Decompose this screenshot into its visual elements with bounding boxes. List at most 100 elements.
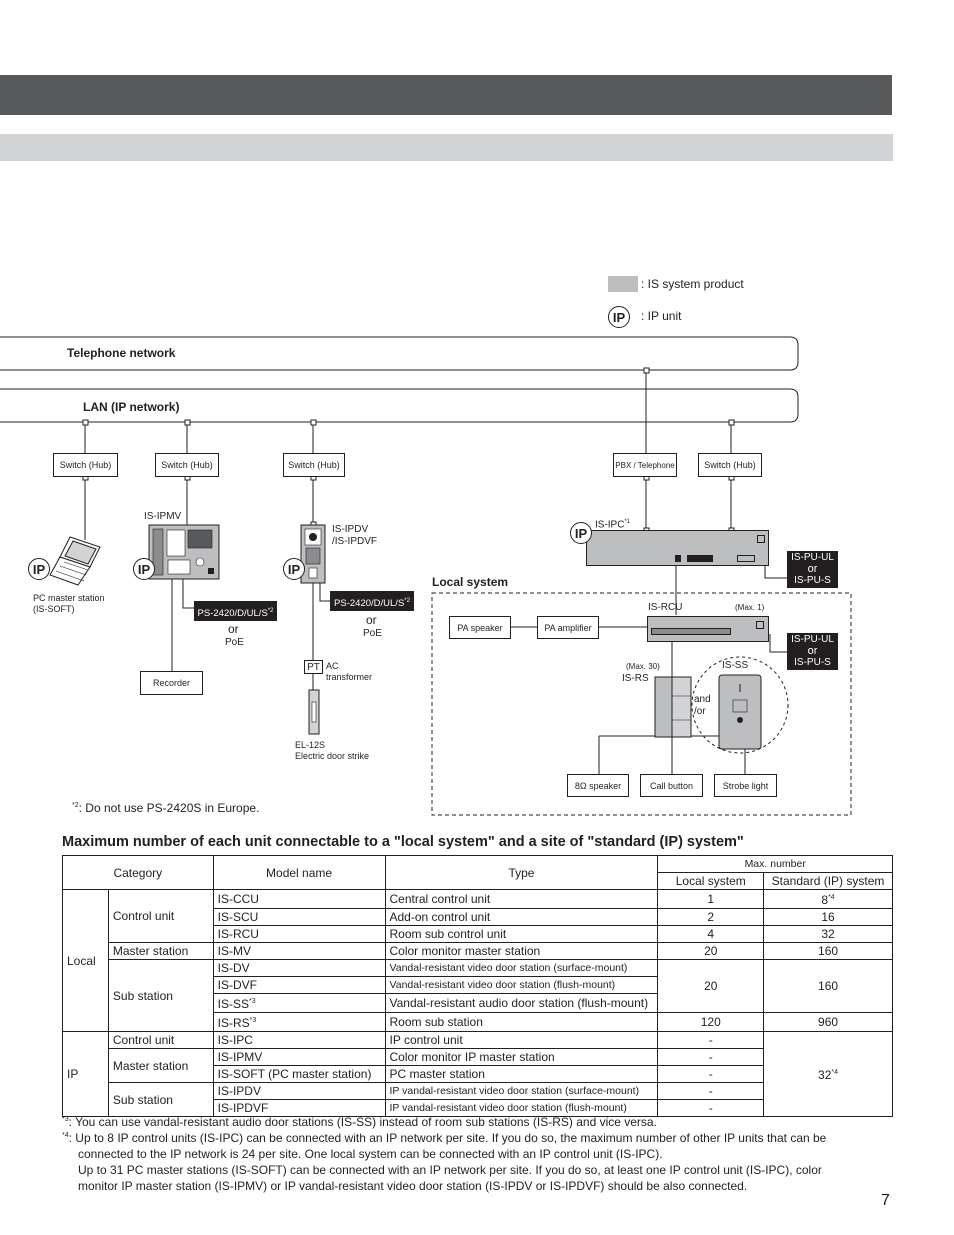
- cell-local: 20: [657, 942, 765, 960]
- cell-type: IP vandal-resistant video door station (…: [384, 1082, 659, 1100]
- table-row: IS-RS*3 Room sub station 120 960: [63, 1012, 893, 1032]
- units-table: Category Model name Type Max. number Loc…: [62, 855, 893, 1117]
- ipc-unit: [586, 530, 769, 566]
- footnote-2: *2: Do not use PS-2420S in Europe.: [72, 801, 260, 815]
- ip-badge-ipdv: IP: [283, 558, 305, 580]
- cell-model: IS-MV: [212, 942, 386, 960]
- cell-type: Room sub control unit: [384, 925, 659, 943]
- subcategory-sub: Sub station: [107, 1082, 214, 1117]
- cell-type: Add-on control unit: [384, 908, 659, 926]
- table-row: Master station IS-MV Color monitor maste…: [63, 942, 893, 960]
- cell-type: Color monitor IP master station: [384, 1048, 659, 1066]
- pa-amplifier: PA amplifier: [537, 616, 599, 639]
- header-standard: Standard (IP) system: [763, 872, 893, 890]
- pbx-telephone: PBX / Telephone: [613, 453, 677, 477]
- table-row: Sub station IS-IPDV IP vandal-resistant …: [63, 1082, 893, 1117]
- strobe-light: Strobe light: [714, 774, 777, 797]
- subcategory-control: Control unit: [107, 1031, 214, 1049]
- speaker-8ohm: 8Ω speaker: [567, 774, 629, 797]
- cell-type: IP control unit: [384, 1031, 659, 1049]
- table-row: Sub station IS-DV Vandal-resistant video…: [63, 959, 893, 1032]
- call-button: Call button: [640, 774, 703, 797]
- cell-standard: 8*4: [763, 889, 893, 909]
- cell-model: IS-SOFT (PC master station): [212, 1065, 386, 1083]
- max30-label: (Max. 30): [626, 662, 660, 671]
- local-system-label: Local system: [432, 575, 509, 589]
- isss-label: IS-SS: [722, 660, 749, 671]
- telephone-network-label: Telephone network: [67, 346, 176, 360]
- cell-type: Central control unit: [384, 889, 659, 909]
- legend-is-product: : IS system product: [641, 277, 744, 291]
- cell-type: Vandal-resistant video door station (flu…: [384, 976, 659, 994]
- table-header-row: Category Model name Type Max. number: [62, 855, 893, 890]
- header-max: Max. number: [657, 855, 893, 873]
- cell-type: Color monitor master station: [384, 942, 659, 960]
- ipdv-station-icon: [300, 524, 326, 584]
- network-diagram-lines: [0, 336, 852, 816]
- cell-local: 4: [657, 925, 765, 943]
- switch-hub-1: Switch (Hub): [53, 453, 118, 477]
- cell-type: IP vandal-resistant video door station (…: [384, 1099, 659, 1117]
- power-supply-ipdv: PS-2420/D/UL/S*2: [330, 591, 414, 611]
- cell-local-merged: 20: [657, 959, 765, 1013]
- audio-door-station-icon: [718, 674, 762, 750]
- table-row: Local Control unit IS-CCU Central contro…: [62, 889, 893, 1032]
- pc-master-label: PC master station(IS-SOFT): [33, 593, 105, 614]
- cell-model: IS-DVF: [212, 976, 386, 994]
- power-unit-rcu: IS-PU-UL or IS-PU-S: [787, 633, 838, 670]
- recorder: Recorder: [140, 671, 203, 695]
- lan-network-label: LAN (IP network): [83, 400, 180, 414]
- rcu-label: IS-RCU: [648, 602, 683, 613]
- pa-speaker: PA speaker: [449, 616, 511, 639]
- rcu-unit: [647, 616, 769, 642]
- cell-standard-merged: 160: [763, 959, 893, 1013]
- cell-local: 1: [657, 889, 765, 909]
- cell-local: 120: [657, 1012, 765, 1032]
- cell-standard: 160: [763, 942, 893, 960]
- header-model: Model name: [212, 855, 386, 890]
- isrs-label: IS-RS: [622, 673, 649, 684]
- cell-model: IS-IPMV: [212, 1048, 386, 1066]
- table-row: IS-SCU Add-on control unit 2 16: [63, 908, 893, 926]
- ipmv-station-icon: [148, 524, 220, 580]
- ip-badge-ipc: IP: [570, 522, 592, 544]
- subcategory-sub: Sub station: [107, 959, 214, 1032]
- cell-model: IS-SS*3: [212, 993, 386, 1013]
- and-or-label: and/or: [694, 694, 711, 717]
- header-band-dark: [0, 75, 892, 115]
- subcategory-control: Control unit: [107, 889, 214, 943]
- ipmv-label: IS-IPMV: [144, 511, 182, 522]
- pt-transformer: PT: [304, 660, 323, 674]
- section-title: Maximum number of each unit connectable …: [62, 834, 744, 850]
- cell-local: -: [657, 1031, 765, 1049]
- legend-swatch: [608, 276, 638, 292]
- cell-type: Vandal-resistant audio door station (flu…: [384, 993, 659, 1013]
- category-ip: IP: [62, 1031, 109, 1117]
- door-strike-icon: [308, 689, 320, 735]
- poe-ipmv: PoE: [225, 637, 244, 648]
- switch-hub-2: Switch (Hub): [155, 453, 219, 477]
- cell-local: 2: [657, 908, 765, 926]
- header-band-light: [0, 134, 893, 161]
- max1-label: (Max. 1): [735, 603, 765, 612]
- cell-standard: 32: [763, 925, 893, 943]
- cell-local: -: [657, 1082, 765, 1100]
- subcategory-master: Master station: [107, 942, 214, 960]
- switch-hub-3: Switch (Hub): [283, 453, 345, 477]
- cell-model: IS-IPDVF: [212, 1099, 386, 1117]
- cell-model: IS-DV: [212, 959, 386, 977]
- laptop-icon: [49, 536, 101, 586]
- power-supply-ipmv: PS-2420/D/UL/S*2: [194, 601, 277, 621]
- table-row: IS-IPDVF IP vandal-resistant video door …: [63, 1099, 893, 1117]
- power-unit-ipc: IS-PU-UL or IS-PU-S: [787, 551, 838, 588]
- legend-ip-unit: : IP unit: [641, 309, 682, 323]
- cell-standard: 16: [763, 908, 893, 926]
- subcategory-master: Master station: [107, 1048, 214, 1083]
- cell-type: PC master station: [384, 1065, 659, 1083]
- cell-model: IS-IPDV: [212, 1082, 386, 1100]
- cell-local: -: [657, 1065, 765, 1083]
- cell-type: Vandal-resistant video door station (sur…: [384, 959, 659, 977]
- ipc-label: IS-IPC*1: [595, 519, 631, 531]
